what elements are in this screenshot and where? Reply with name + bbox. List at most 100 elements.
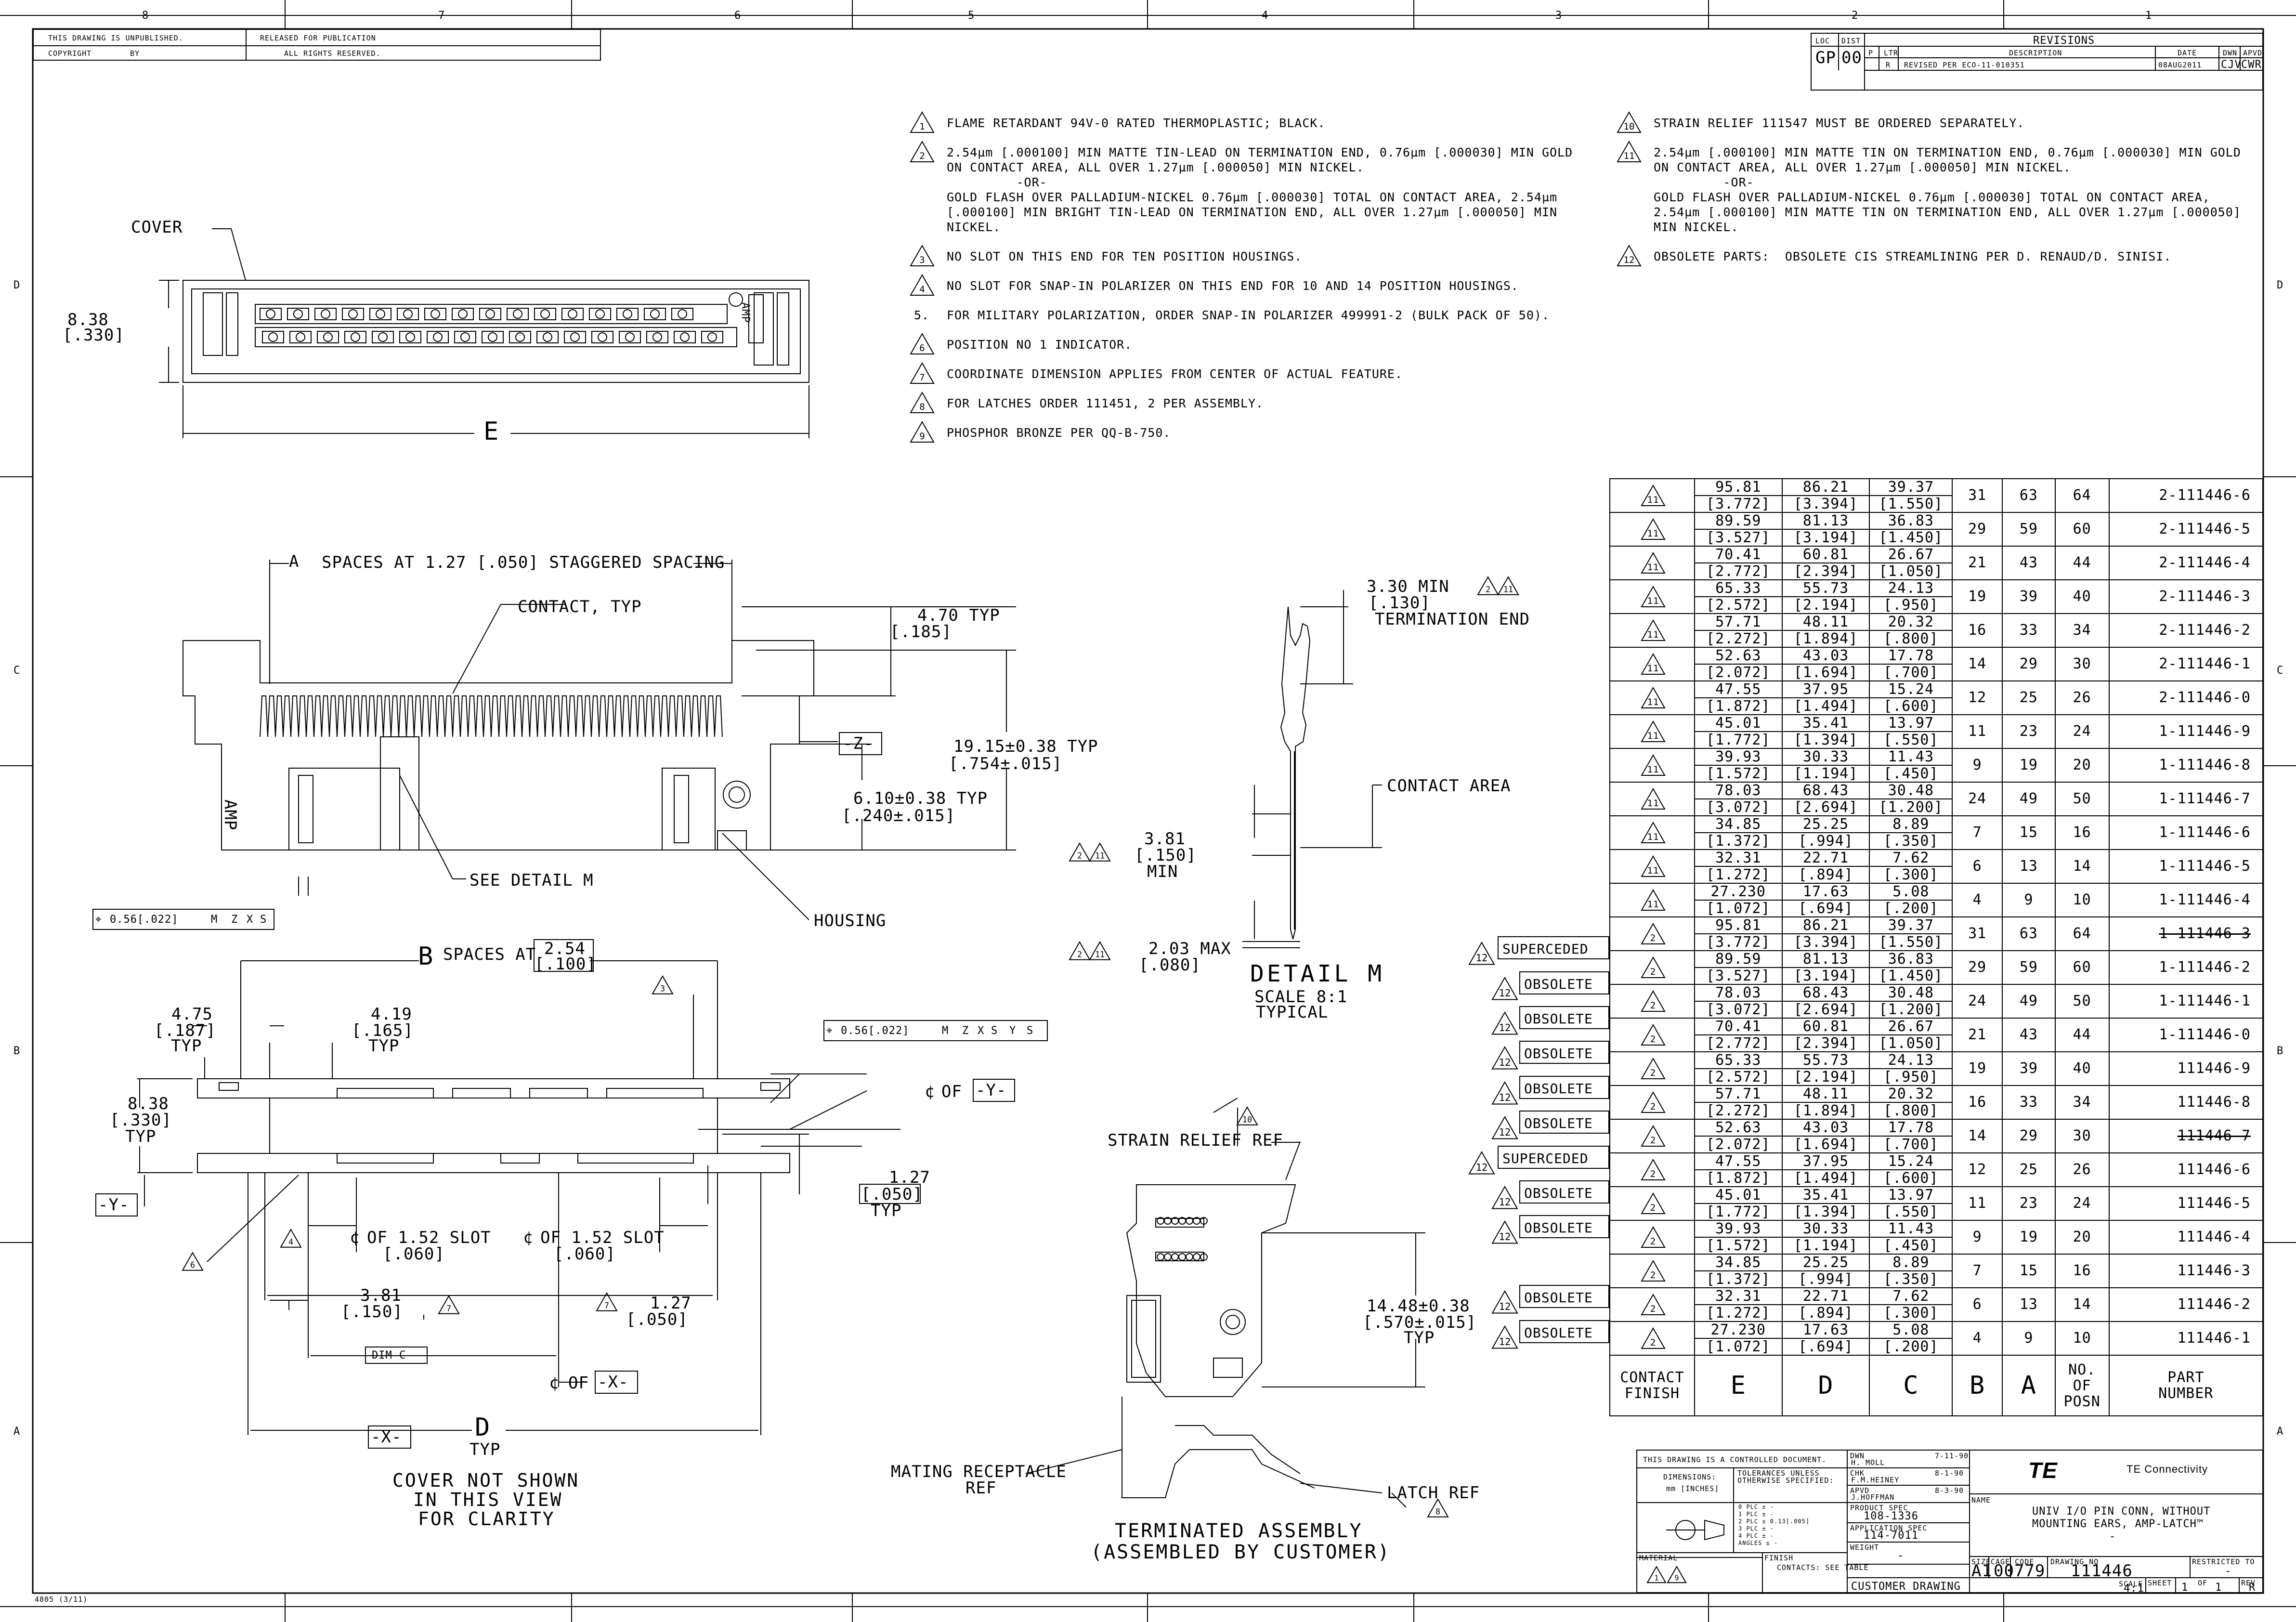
part-number-cell: 1-111446-5 [2108, 849, 2264, 884]
dim-mm: 5.08 [1892, 1321, 1930, 1338]
date-label: DATE [2178, 49, 2197, 57]
dim-e-cell: 89.59[3.527] [1694, 950, 1783, 985]
cover-pin-hole [433, 332, 443, 342]
tolerance-row: 4 PLC ± - [1738, 1532, 1774, 1539]
dim-c-cell: 17.78[.700] [1869, 1119, 1953, 1153]
dim-mm: 89.59 [1715, 951, 1761, 968]
of-label: OF [2198, 1579, 2208, 1587]
cover-pin-hole [595, 309, 605, 319]
dim-in: [.950] [1870, 596, 1952, 613]
count-a-cell: 49 [2002, 984, 2056, 1019]
cover-pin-cell [534, 308, 556, 320]
tolerance-row: ANGLES ± - [1738, 1540, 1778, 1546]
cover-pin-hole [460, 332, 470, 342]
count-p-cell: 34 [2054, 613, 2110, 648]
finish-cell: 11 [1609, 714, 1695, 749]
count-b-cell: 16 [1952, 1085, 2003, 1120]
form-number: 4805 (3/11) [35, 1595, 88, 1604]
desc-label: DESCRIPTION [2009, 49, 2062, 57]
svg-text:4: 4 [288, 1237, 293, 1247]
svg-text:2: 2 [1650, 933, 1656, 943]
cover-pin-cell [399, 331, 421, 343]
dim-in: [2.394] [1782, 1034, 1869, 1051]
count-b-cell: 9 [1952, 1220, 2003, 1255]
count-a-cell: 13 [2002, 1287, 2056, 1322]
svg-text:11: 11 [1503, 585, 1513, 594]
row-status-text: OBSOLETE [1524, 976, 1593, 992]
part-number-cell: 111446-8 [2108, 1085, 2264, 1120]
note-flag-11-icon: 11 [1641, 518, 1666, 544]
contact-area-label: CONTACT AREA [1387, 776, 1511, 796]
top-view-drawing [159, 228, 809, 438]
dim-e-cell: 57.71[2.272] [1694, 1085, 1783, 1120]
cover-pin-cell [591, 331, 613, 343]
note-flag-2-icon: 2 [910, 140, 935, 164]
svg-text:11: 11 [1647, 528, 1659, 539]
count-p-cell: 50 [2054, 782, 2110, 816]
revisions-title: REVISIONS [2033, 35, 2095, 47]
dim-e-cell: 34.85[1.372] [1694, 1254, 1783, 1288]
dim-mm: 26.67 [1888, 546, 1934, 563]
finish-cell: 2 [1609, 1321, 1695, 1356]
slot2-label: OF 1.52 SLOT [540, 1228, 665, 1247]
row-status-text: OBSOLETE [1524, 1046, 1593, 1062]
finish-cell: 2 [1609, 950, 1695, 985]
dim-c-box: DIM C [365, 1347, 428, 1364]
dim-in: [.894] [1782, 866, 1869, 883]
dim-c-cell: 5.08[.200] [1869, 1321, 1953, 1356]
row-status-tag: OBSOLETE [1519, 1285, 1609, 1308]
fcf-side-y: Y [1009, 1025, 1017, 1037]
row-status-tag: OBSOLETE [1519, 1111, 1609, 1134]
dim-mm: 86.21 [1802, 479, 1849, 496]
assembly-h-typ: TYP [1404, 1328, 1435, 1347]
count-p-cell: 64 [2054, 478, 2110, 513]
dim-d-cell: 60.81[2.394] [1781, 546, 1870, 580]
dim-c-cell: 17.78[.700] [1869, 647, 1953, 681]
strain-relief-tooth [1171, 1253, 1179, 1261]
part-number-cell: 111446-5 [2108, 1186, 2264, 1221]
dim-mm: 7.62 [1892, 850, 1930, 866]
dim-d-cell: 43.03[1.694] [1781, 1119, 1870, 1153]
note-flag-11-icon: 11 [1641, 787, 1666, 813]
dim-e-cell: 65.33[2.572] [1694, 1051, 1783, 1086]
note-text: FOR MILITARY POLARIZATION, ORDER SNAP-IN… [947, 308, 1550, 322]
row-status-text: OBSOLETE [1524, 1324, 1593, 1341]
cover-pin-hole [623, 309, 632, 319]
cover-pin-hole [678, 309, 687, 319]
svg-text:2: 2 [1650, 1270, 1656, 1281]
dim-c-cell: 20.32[.800] [1869, 613, 1953, 648]
row-status-tag: OBSOLETE [1519, 1320, 1609, 1343]
rev-value: R [2249, 1582, 2256, 1594]
svg-text:12: 12 [1499, 1126, 1511, 1138]
dim-in: [.550] [1870, 731, 1952, 748]
svg-text:2: 2 [1650, 1169, 1656, 1179]
part-number-cell: 2-111446-6 [2108, 478, 2264, 513]
count-p-cell: 44 [2054, 546, 2110, 580]
svg-text:2: 2 [1486, 585, 1490, 594]
dim-in: [.600] [1870, 1169, 1952, 1186]
dim-127-box: [.050] [859, 1184, 923, 1204]
dist-label: DIST [1841, 37, 1861, 45]
dim-e-cell: 32.31[1.272] [1694, 1287, 1783, 1322]
row-status-tag: OBSOLETE [1519, 1006, 1609, 1029]
dim-e-cell: 34.85[1.372] [1694, 815, 1783, 850]
finish-cell: 2 [1609, 1186, 1695, 1221]
finish-cell: 11 [1609, 782, 1695, 816]
scale-label: SCALE [2119, 1580, 2143, 1588]
cover-note-2: IN THIS VIEW [413, 1489, 563, 1510]
part-number-cell: 111446-1 [2108, 1321, 2264, 1356]
dim-in: [.550] [1870, 1203, 1952, 1220]
dim-d-label: D [475, 1413, 491, 1442]
cover-pin-hole [598, 332, 607, 342]
zone-2: 2 [1852, 10, 1859, 22]
dim-d-cell: 48.11[1.894] [1781, 1085, 1870, 1120]
note-flag-11-icon: 11 [1089, 842, 1111, 863]
dim-e-cell: 45.01[1.772] [1694, 714, 1783, 749]
dim-mm: 60.81 [1802, 546, 1849, 563]
cover-height-in: [.330] [63, 326, 125, 345]
rev-apvd: CWR [2241, 59, 2262, 71]
note-flag-11-icon: 11 [1497, 576, 1519, 597]
weight-label: WEIGHT [1850, 1543, 1879, 1552]
dim-in: [3.194] [1782, 529, 1869, 546]
dimensions-label: DIMENSIONS: [1663, 1473, 1717, 1481]
